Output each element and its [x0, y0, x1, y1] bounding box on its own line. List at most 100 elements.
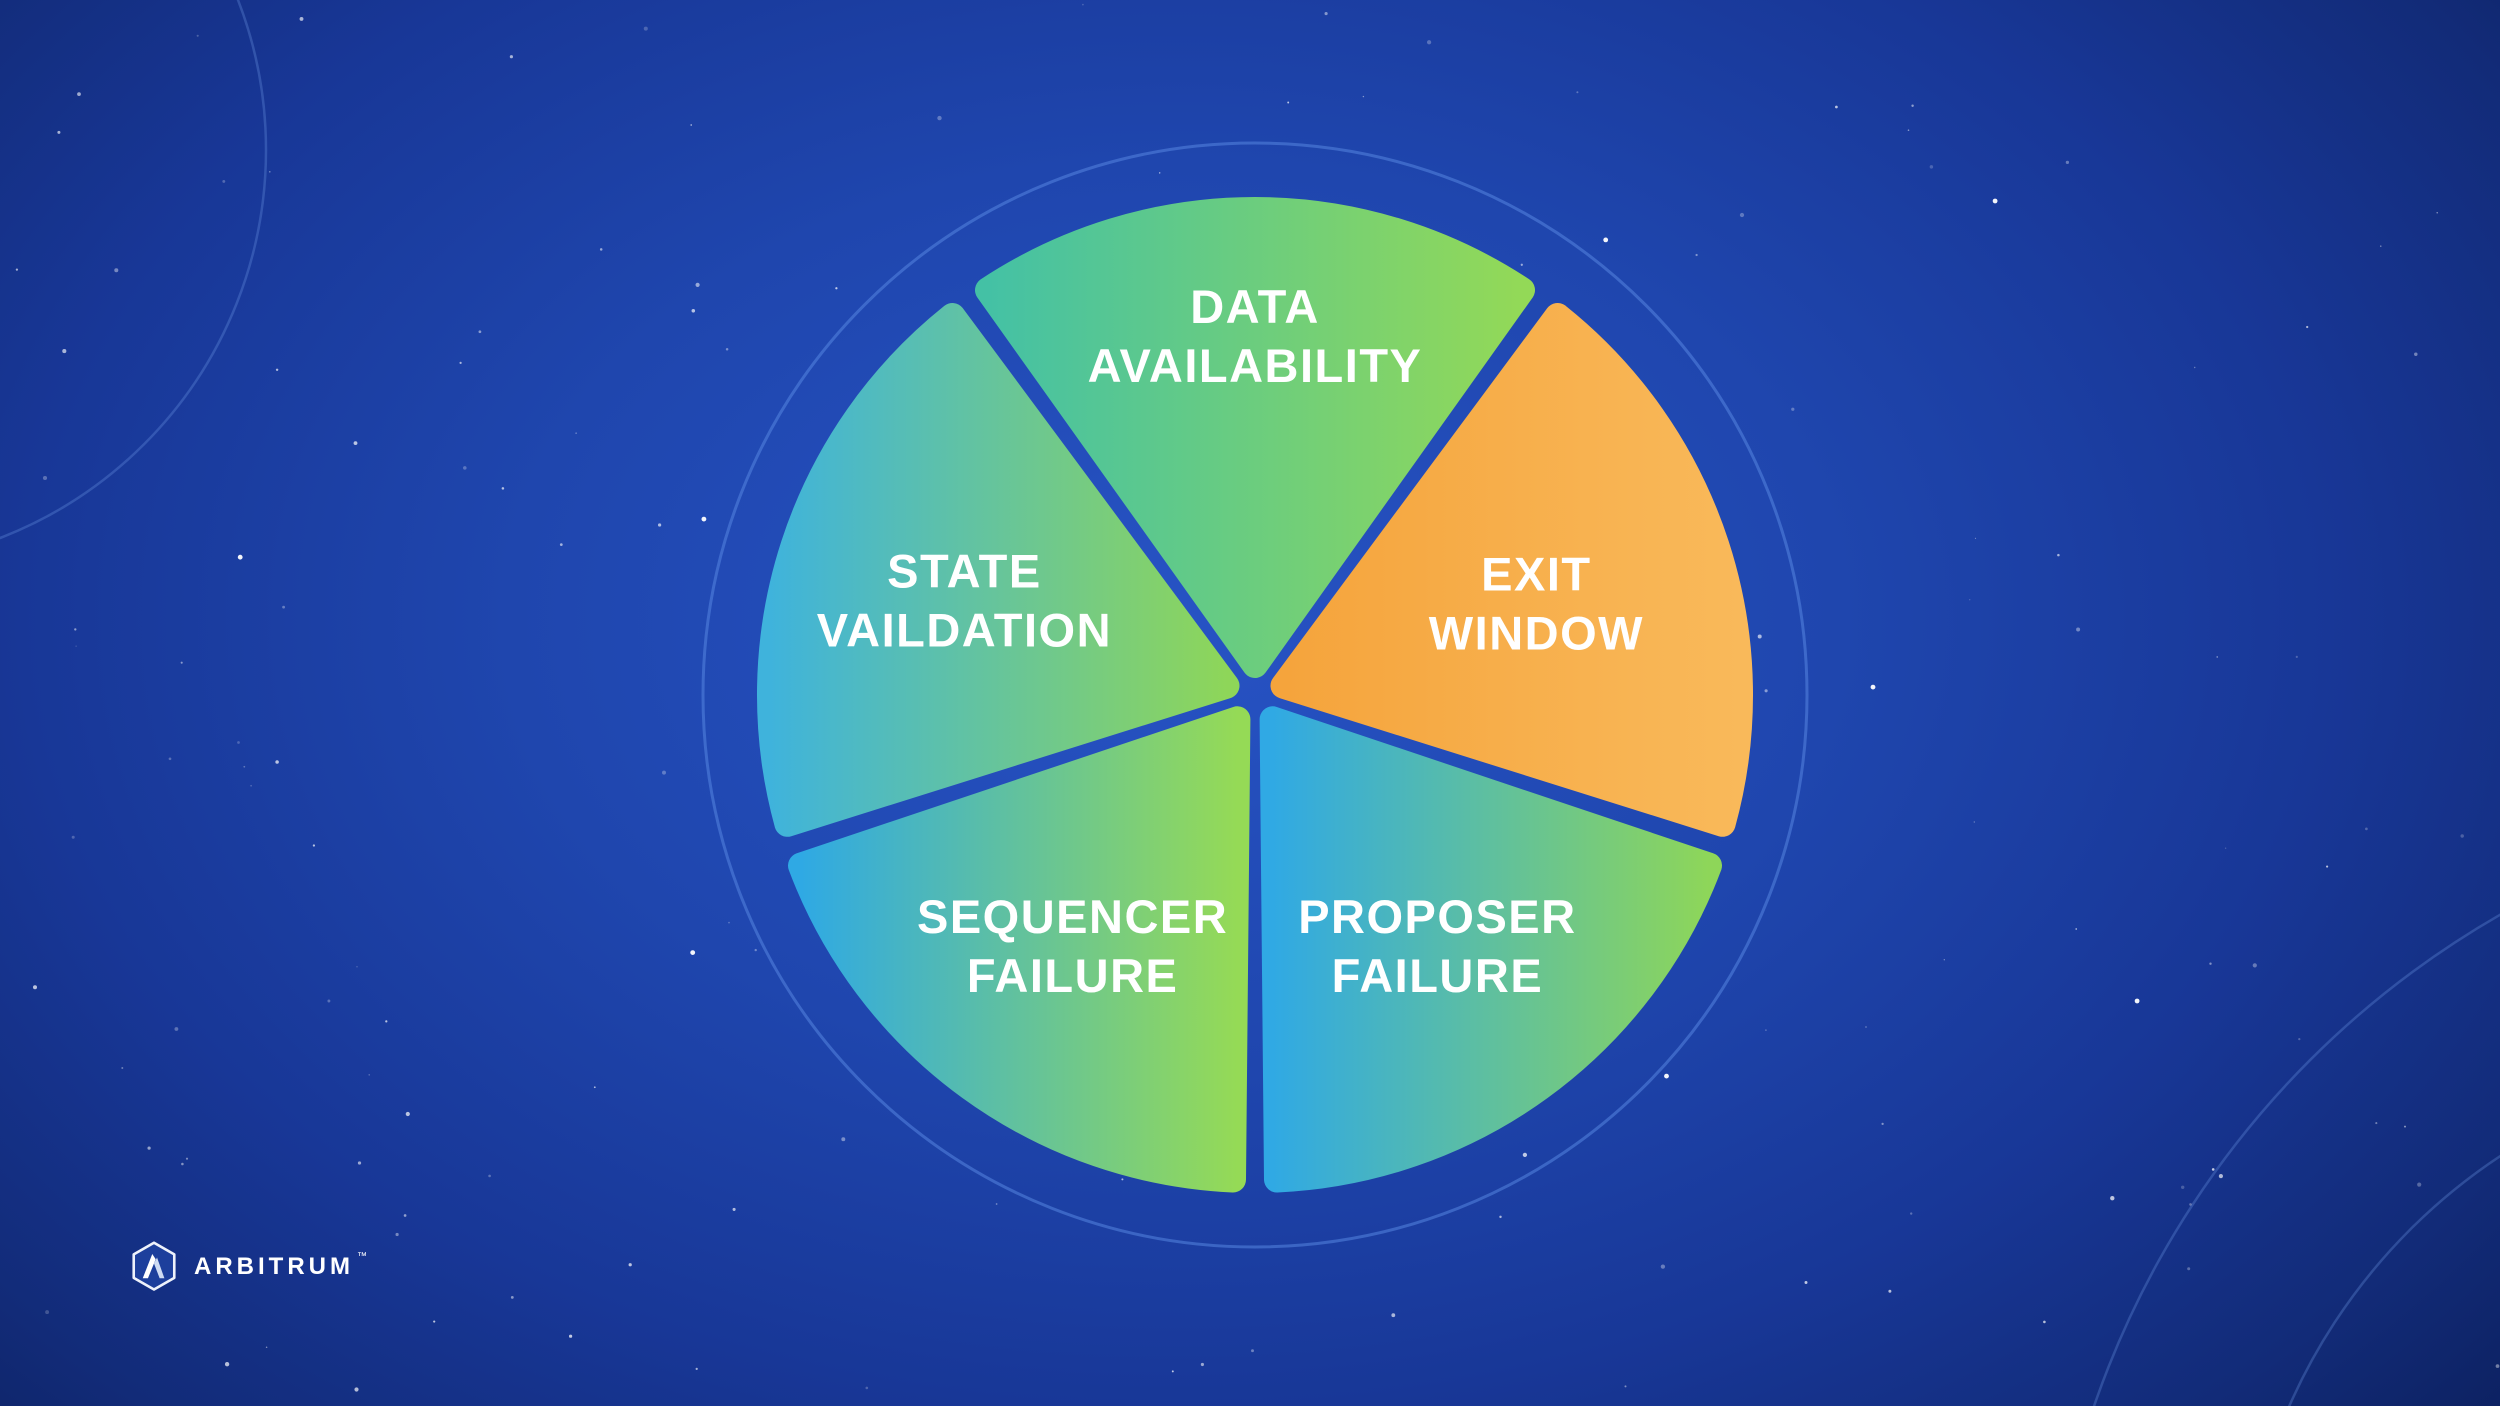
- star-dot: [237, 554, 243, 560]
- star-dot: [2436, 212, 2438, 214]
- star-dot: [1624, 1385, 1627, 1388]
- star-dot: [1791, 407, 1795, 411]
- star-dot: [2057, 553, 2060, 557]
- star-dot: [1888, 1289, 1892, 1293]
- star-dot: [2404, 1125, 2406, 1128]
- decor-arc: [0, 0, 268, 540]
- star-dot: [2460, 834, 2464, 838]
- star-dot: [174, 1027, 179, 1031]
- star-dot: [1082, 3, 1084, 6]
- star-dot: [62, 349, 67, 354]
- star-dot: [1804, 1281, 1808, 1284]
- star-dot: [1362, 95, 1365, 98]
- star-dot: [695, 282, 700, 287]
- star-dot: [433, 1320, 436, 1323]
- star-dot: [568, 1334, 573, 1338]
- star-dot: [2193, 366, 2196, 369]
- star-dot: [1865, 1026, 1867, 1028]
- star-dot: [1121, 1178, 1124, 1181]
- star-dot: [368, 1074, 370, 1076]
- star-dot: [1660, 1264, 1666, 1269]
- star-dot: [732, 1207, 736, 1211]
- star-dot: [2043, 1320, 2046, 1324]
- star-dot: [45, 1310, 50, 1315]
- star-dot: [1835, 105, 1838, 109]
- star-dot: [1520, 263, 1523, 266]
- star-dot: [2380, 245, 2382, 247]
- star-dot: [168, 757, 172, 761]
- star-dot: [1870, 684, 1876, 690]
- star-dot: [2295, 655, 2298, 659]
- star-dot: [2189, 1203, 2192, 1206]
- star-dot: [196, 34, 199, 37]
- outer-ring-circle: [701, 141, 1809, 1249]
- star-dot: [180, 661, 183, 664]
- star-dot: [385, 1020, 388, 1023]
- star-dot: [2414, 352, 2418, 356]
- trademark-symbol: ™: [356, 1251, 367, 1262]
- star-dot: [1757, 634, 1762, 639]
- star-dot: [643, 26, 648, 31]
- star-dot: [1324, 12, 1328, 16]
- star-dot: [1664, 1073, 1669, 1079]
- star-dot: [395, 1232, 399, 1237]
- star-dot: [275, 760, 279, 764]
- star-dot: [282, 605, 286, 609]
- star-dot: [1974, 537, 1977, 540]
- star-dot: [2134, 998, 2140, 1004]
- star-dot: [269, 171, 271, 173]
- star-dot: [841, 1137, 846, 1142]
- star-dot: [835, 287, 838, 290]
- star-dot: [701, 516, 707, 522]
- star-dot: [1943, 959, 1945, 961]
- star-dot: [2365, 827, 2368, 831]
- star-dot: [2326, 865, 2329, 868]
- star-dot: [2306, 325, 2309, 329]
- star-dot: [463, 466, 467, 470]
- star-dot: [57, 130, 61, 134]
- star-dot: [575, 432, 577, 434]
- star-dot: [2218, 1174, 2223, 1179]
- star-dot: [1287, 101, 1290, 104]
- star-dot: [353, 441, 358, 446]
- star-dot: [509, 55, 513, 59]
- star-dot: [405, 1111, 410, 1117]
- star-dot: [1973, 821, 1975, 823]
- arbitrum-logo-icon: [132, 1241, 176, 1291]
- star-dot: [593, 1086, 596, 1089]
- star-dot: [2209, 962, 2212, 965]
- arbitrum-logo-text: ARBITRUM ™: [194, 1251, 367, 1281]
- star-dot: [354, 1387, 359, 1392]
- star-dot: [628, 1263, 632, 1267]
- star-dot: [1739, 212, 1745, 218]
- star-dot: [1522, 1152, 1528, 1158]
- star-dot: [2065, 160, 2070, 165]
- star-dot: [725, 348, 729, 351]
- star-dot: [403, 1214, 407, 1217]
- star-dot: [2187, 1267, 2191, 1271]
- star-dot: [312, 844, 316, 847]
- star-dot: [2298, 1037, 2301, 1041]
- star-dot: [1910, 1212, 1913, 1215]
- arbitrum-wordmark: ARBITRUM: [194, 1253, 354, 1280]
- star-dot: [2110, 1196, 2115, 1201]
- star-dot: [275, 368, 279, 372]
- star-dot: [1695, 253, 1698, 257]
- star-dot: [1200, 1362, 1204, 1367]
- star-dot: [501, 487, 505, 490]
- star-dot: [1969, 599, 1971, 601]
- star-dot: [2495, 1364, 2500, 1368]
- star-dot: [357, 1161, 362, 1165]
- star-dot: [1426, 40, 1432, 45]
- star-dot: [662, 770, 666, 775]
- star-dot: [690, 124, 693, 126]
- star-dot: [2181, 1185, 2185, 1190]
- star-dot: [459, 361, 462, 365]
- star-dot: [657, 523, 662, 527]
- star-dot: [754, 948, 757, 952]
